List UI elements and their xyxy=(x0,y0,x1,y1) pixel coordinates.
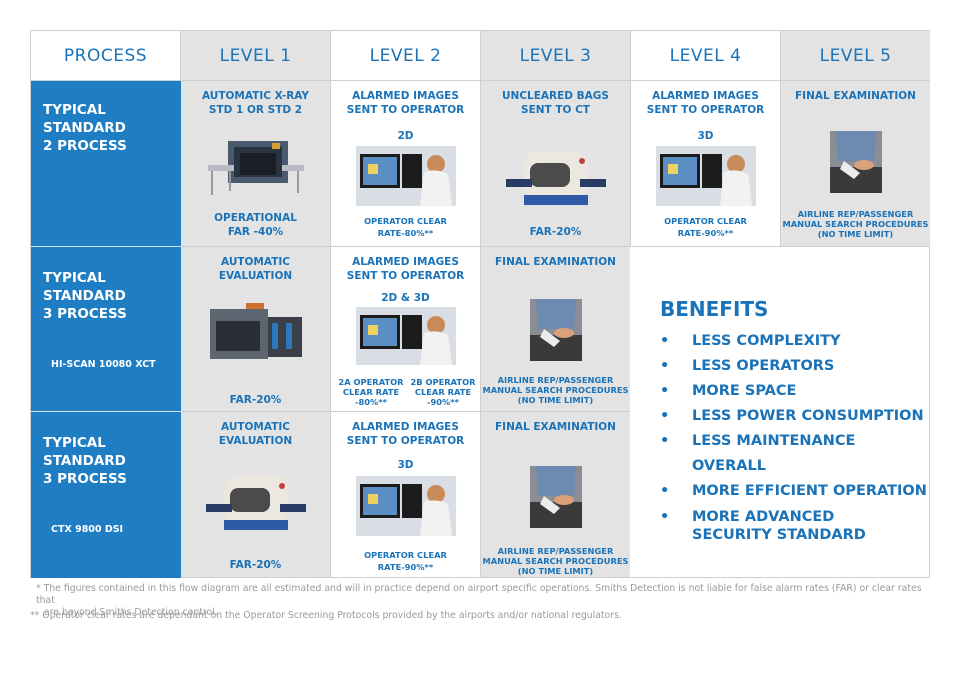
row3-level3-cell: FINAL EXAMINATION AIRLINE REP/PASSENGER … xyxy=(481,412,631,578)
row1-level3-cell: UNCLEARED BAGS SENT TO CT FAR-20% xyxy=(481,81,631,247)
ct-scanner-icon xyxy=(505,151,606,205)
process-title-row-1: TYPICAL STANDARD 2 PROCESS xyxy=(43,102,127,154)
header-level-1: LEVEL 1 xyxy=(181,31,331,81)
benefits-list: •LESS COMPLEXITY •LESS OPERATORS •MORE S… xyxy=(660,329,929,544)
footnote-2: ** Operator clear rates are dependant on… xyxy=(30,610,622,621)
operator-screen-icon xyxy=(655,146,756,206)
row-divider xyxy=(31,411,181,412)
bullet-icon: • xyxy=(660,408,670,424)
process-diagram: PROCESS LEVEL 1 LEVEL 2 LEVEL 3 LEVEL 4 … xyxy=(30,30,930,578)
operator-screen-icon xyxy=(355,476,456,536)
row2-level1-cell: AUTOMATIC EVALUATION FAR-20% xyxy=(181,247,331,412)
benefits-title: BENEFITS xyxy=(660,297,769,321)
operator-screen-icon xyxy=(355,307,456,365)
xray-machine-icon xyxy=(207,141,304,195)
bullet-icon: • xyxy=(660,383,670,399)
benefits-panel: BENEFITS •LESS COMPLEXITY •LESS OPERATOR… xyxy=(630,247,929,577)
process-title-row-3: TYPICAL STANDARD 3 PROCESS xyxy=(43,435,127,487)
xray-machine-icon xyxy=(209,303,302,359)
row2-level3-cell: FINAL EXAMINATION AIRLINE REP/PASSENGER … xyxy=(481,247,631,412)
machine-label-hi-scan: HI-SCAN 10080 XCT xyxy=(51,359,156,370)
process-title-row-2: TYPICAL STANDARD 3 PROCESS xyxy=(43,270,127,322)
row1-level4-cell: ALARMED IMAGES SENT TO OPERATOR 3D OPERA… xyxy=(631,81,781,247)
row3-level1-cell: AUTOMATIC EVALUATION FAR-20% xyxy=(181,412,331,578)
machine-label-ctx: CTX 9800 DSI xyxy=(51,524,124,535)
process-column: TYPICAL STANDARD 2 PROCESS TYPICAL STAND… xyxy=(31,81,181,578)
benefit-item: •LESS COMPLEXITY xyxy=(660,329,929,354)
bullet-icon: • xyxy=(660,433,670,449)
operator-screen-icon xyxy=(355,146,456,206)
manual-search-icon xyxy=(529,466,582,528)
bullet-icon: • xyxy=(660,483,670,499)
bullet-icon: • xyxy=(660,509,670,525)
row1-level5-cell: FINAL EXAMINATION AIRLINE REP/PASSENGER … xyxy=(781,81,930,247)
header-process: PROCESS xyxy=(31,31,181,81)
footnote-1: * The figures contained in this flow dia… xyxy=(36,583,922,618)
header-level-2: LEVEL 2 xyxy=(331,31,481,81)
ct-scanner-icon xyxy=(205,476,306,530)
row1-level1-cell: AUTOMATIC X-RAY STD 1 OR STD 2 OPERATION… xyxy=(181,81,331,247)
bullet-icon: • xyxy=(660,333,670,349)
manual-search-icon xyxy=(529,299,582,361)
benefit-item: •LESS POWER CONSUMPTION xyxy=(660,404,929,429)
benefit-item: •MORE SPACE xyxy=(660,379,929,404)
row1-level2-cell: ALARMED IMAGES SENT TO OPERATOR 2D OPERA… xyxy=(331,81,481,247)
benefit-item: •LESS MAINTENANCE OVERALL xyxy=(660,429,929,479)
header-level-5: LEVEL 5 xyxy=(781,31,930,81)
manual-search-icon xyxy=(829,131,882,193)
header-level-3: LEVEL 3 xyxy=(481,31,631,81)
bullet-icon: • xyxy=(660,358,670,374)
benefit-item: •LESS OPERATORS xyxy=(660,354,929,379)
row2-level2-cell: ALARMED IMAGES SENT TO OPERATOR 2D & 3D … xyxy=(331,247,481,412)
benefit-item: •MORE EFFICIENT OPERATION xyxy=(660,479,929,504)
row-divider xyxy=(31,246,181,247)
header-level-4: LEVEL 4 xyxy=(631,31,781,81)
row3-level2-cell: ALARMED IMAGES SENT TO OPERATOR 3D OPERA… xyxy=(331,412,481,578)
